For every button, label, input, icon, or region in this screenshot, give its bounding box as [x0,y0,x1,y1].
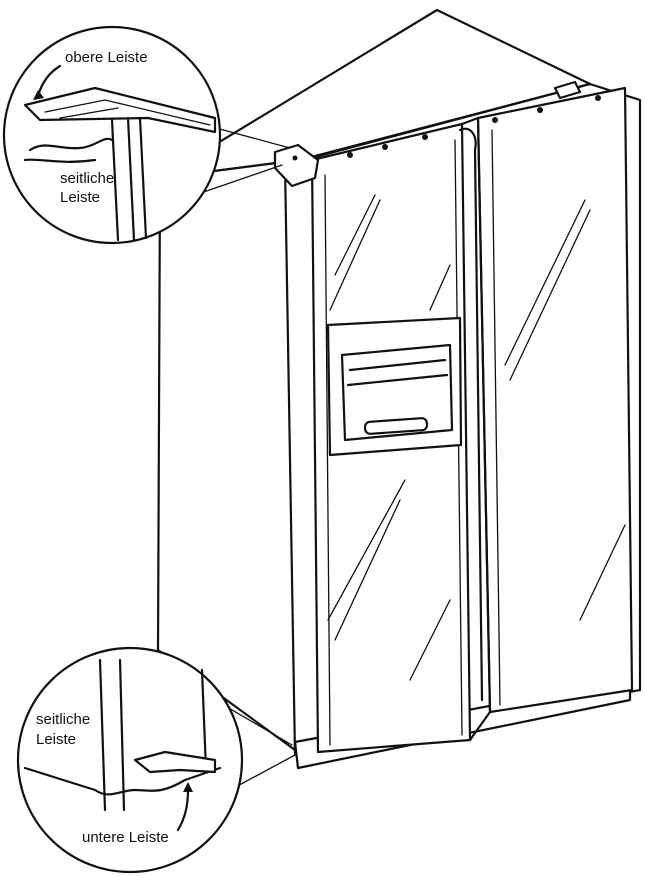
side-strip-label-line1: seitliche [60,170,114,187]
door-handle-left [458,127,484,702]
hole [292,155,298,161]
bottom-detail-circle [16,646,244,874]
top-hinge-right [553,80,582,100]
upper-strip-arrowhead [33,90,44,100]
bracket-top [23,137,114,163]
lower-strip-arrow [176,788,190,832]
upper-strip-detail [44,99,211,126]
hole [492,117,498,123]
upper-strip-label: obere Leiste [65,49,148,66]
hole [422,134,428,140]
hole [595,95,601,101]
reflection-streaks [327,194,626,681]
dispenser-lever [363,417,429,435]
side-strip-label-line2: Leiste [60,189,100,206]
lower-strip-arrowhead [183,782,193,792]
bottom-detail-callout: seitliche Leiste untere Leiste [16,646,296,874]
dispenser-inner [346,358,449,387]
hole [537,107,543,113]
hole [382,144,388,150]
freezer-door-inner-edge [324,174,331,746]
upper-strip-shape [23,86,217,134]
top-detail-callout: obere Leiste seitliche Leiste [2,25,291,245]
hole [347,152,353,158]
bottom-side-strip-label-line1: seitliche [36,711,90,728]
fridge-door [476,86,634,714]
top-detail-leader-2 [194,164,283,196]
bottom-detail-leader-2 [229,754,296,791]
side-strip-bottom [98,658,208,812]
lower-strip-shape [133,750,217,774]
bottom-side-strip-label-line2: Leiste [36,731,76,748]
refrigerator [156,8,642,770]
door-gap [460,116,492,742]
fridge-door-inner-edge [491,129,501,706]
bottom-floor-line [23,766,222,796]
lower-strip-label: untere Leiste [82,829,169,846]
